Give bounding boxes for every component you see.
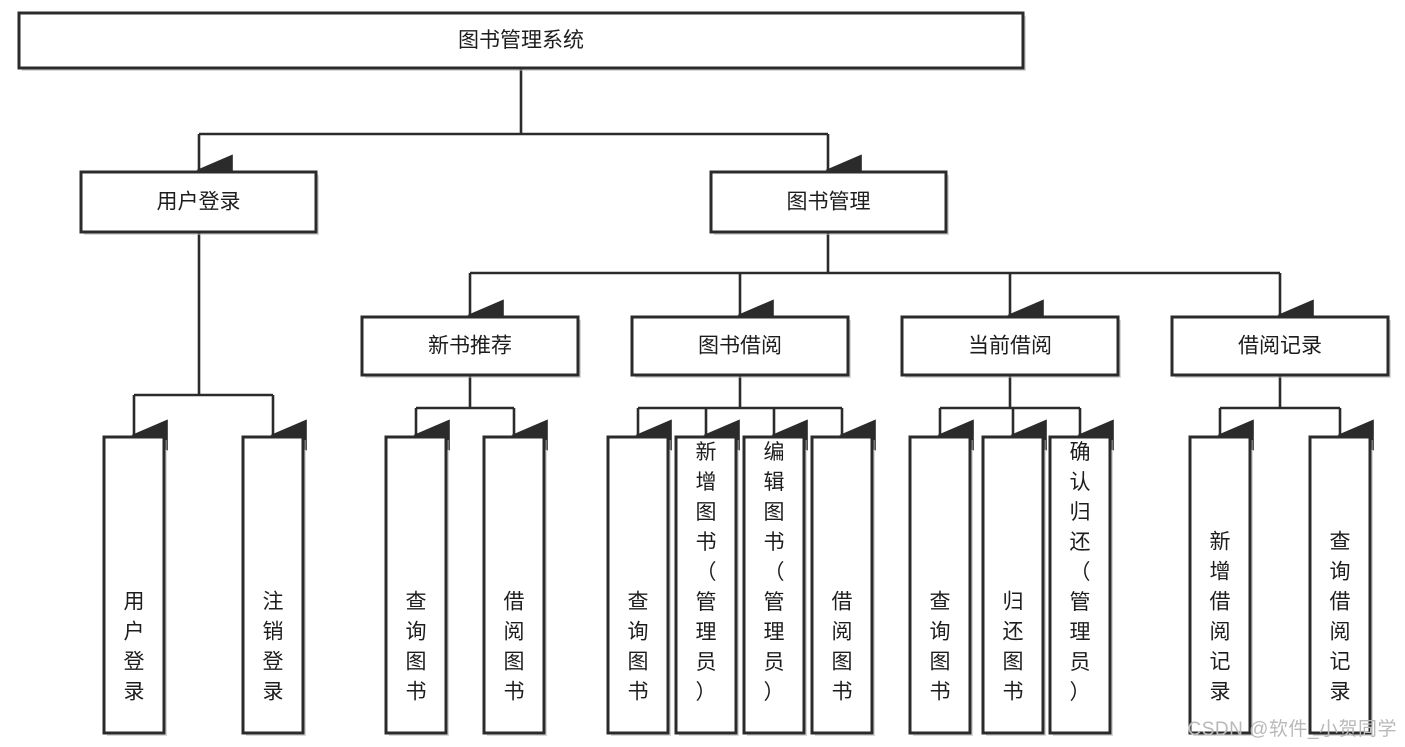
node-level3-当前借阅[interactable]: 当前借阅	[900, 315, 1121, 378]
node-label: 借阅图书	[832, 590, 853, 703]
node-level3-借阅记录[interactable]: 借阅记录	[1170, 315, 1391, 378]
node-leaf-图书借阅-查询图书[interactable]: 查询图书	[606, 435, 671, 736]
node-label: 用户登录	[124, 590, 145, 703]
node-label: 编辑图书（管理员）	[764, 441, 785, 704]
connector-new-book-to-leaves	[413, 375, 548, 451]
node-level3-图书借阅[interactable]: 图书借阅	[630, 315, 851, 378]
node-label: 归还图书	[1003, 590, 1024, 703]
node-leaf-当前借阅-确认归还（管理员）[interactable]: 确认归还（管理员）	[1048, 435, 1113, 736]
node-level2-用户登录[interactable]: 用户登录	[79, 170, 319, 235]
node-label: 查询图书	[628, 590, 649, 703]
node-label: 新增图书（管理员）	[696, 441, 717, 704]
node-label: 借阅记录	[1238, 335, 1322, 358]
node-leaf-当前借阅-查询图书[interactable]: 查询图书	[908, 435, 973, 736]
node-label: 确认归还（管理员）	[1070, 441, 1091, 704]
node-label: 新书推荐	[428, 335, 512, 358]
node-label: 图书管理	[787, 191, 871, 214]
node-leaf-借阅记录-查询借阅记录[interactable]: 查询借阅记录	[1308, 435, 1373, 736]
node-leaf-新书推荐-借阅图书[interactable]: 借阅图书	[482, 435, 547, 736]
node-label: 查询借阅记录	[1330, 530, 1351, 703]
node-leaf-新书推荐-查询图书[interactable]: 查询图书	[384, 435, 449, 736]
node-leaf-借阅记录-新增借阅记录[interactable]: 新增借阅记录	[1188, 435, 1253, 736]
node-label: 借阅图书	[504, 590, 525, 703]
node-label: 图书管理系统	[458, 29, 584, 52]
node-label: 新增借阅记录	[1210, 530, 1231, 703]
connector-user-login-to-leaves	[131, 232, 307, 451]
node-leaf-当前借阅-归还图书[interactable]: 归还图书	[981, 435, 1046, 736]
node-label: 图书借阅	[698, 335, 782, 358]
node-level2-图书管理[interactable]: 图书管理	[709, 170, 949, 235]
connector-layer	[131, 68, 1374, 451]
node-leaf-图书借阅-借阅图书[interactable]: 借阅图书	[810, 435, 875, 736]
node-label: 查询图书	[406, 590, 427, 703]
node-level3-新书推荐[interactable]: 新书推荐	[360, 315, 581, 378]
node-label: 用户登录	[157, 191, 241, 214]
connector-borrow-record-to-leaves	[1217, 375, 1374, 451]
node-label: 当前借阅	[968, 335, 1052, 358]
node-layer: 图书管理系统用户登录图书管理新书推荐图书借阅当前借阅借阅记录用户登录注销登录查询…	[17, 11, 1391, 736]
node-root-图书管理系统[interactable]: 图书管理系统	[17, 11, 1026, 71]
connector-root-to-level2	[196, 68, 862, 186]
connector-book-borrow-to-leaves	[635, 375, 876, 451]
connector-book-mgmt-to-level3	[467, 232, 1314, 331]
node-label: 注销登录	[263, 590, 284, 703]
node-label: 查询图书	[930, 590, 951, 703]
node-leaf-图书借阅-编辑图书（管理员）[interactable]: 编辑图书（管理员）	[742, 435, 807, 736]
connector-current-borrow-to-leaves	[937, 375, 1114, 451]
node-leaf-图书借阅-新增图书（管理员）[interactable]: 新增图书（管理员）	[674, 435, 739, 736]
node-leaf-用户登录-注销登录[interactable]: 注销登录	[241, 435, 306, 736]
node-leaf-用户登录-用户登录[interactable]: 用户登录	[102, 435, 167, 736]
